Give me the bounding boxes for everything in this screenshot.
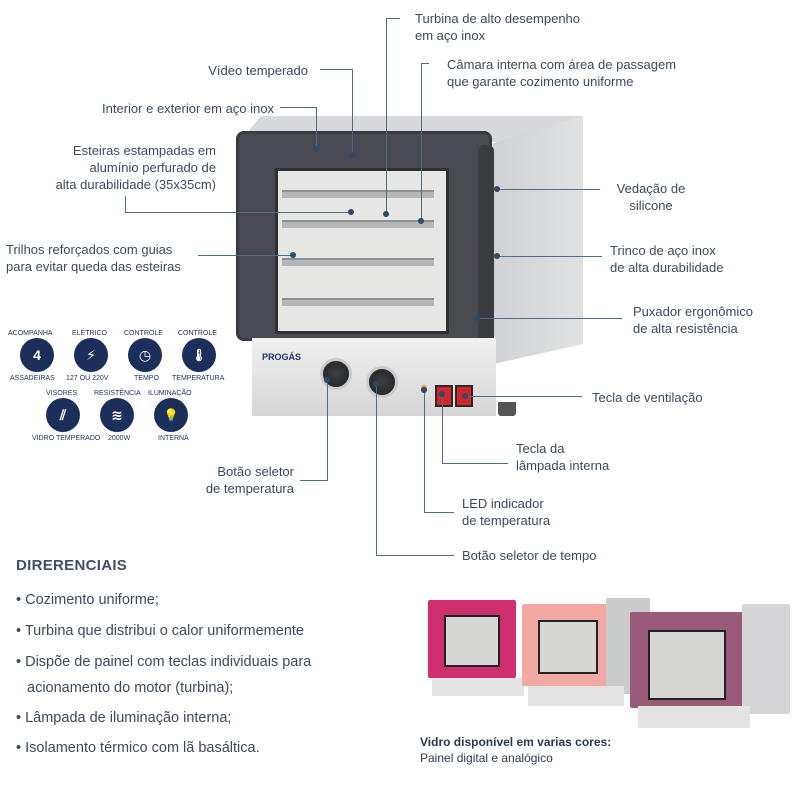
badge-resistencia-icon: ≋ bbox=[100, 398, 134, 432]
callout-botao-tempo: Botão seletor de tempo bbox=[462, 548, 597, 563]
oven-rack bbox=[282, 190, 434, 198]
badge-clock-icon: ◷ bbox=[128, 338, 162, 372]
callout-trilhos: Trilhos reforçados com guias para evitar… bbox=[6, 242, 181, 274]
oven-rack bbox=[282, 258, 434, 266]
badge-thermometer-icon: 🌡 bbox=[182, 338, 216, 372]
time-knob bbox=[366, 366, 398, 398]
list-item: • Lâmpada de iluminação interna; bbox=[16, 710, 232, 726]
list-item: • Isolamento térmico com lã basáltica. bbox=[16, 740, 260, 756]
oven-handle bbox=[478, 145, 494, 370]
callout-vedacao: Vedação de silicone bbox=[616, 181, 686, 213]
variants-caption: Vidro disponível em varias cores: Painel… bbox=[420, 735, 612, 765]
oven-rack bbox=[282, 298, 434, 306]
list-item: • Dispõe de painel com teclas individuai… bbox=[16, 654, 312, 670]
callout-interior: Interior e exterior em aço inox bbox=[102, 101, 274, 116]
callout-puxador: Puxador ergonômico de alta resistência bbox=[633, 304, 753, 336]
callout-lampada: Tecla da lâmpada interna bbox=[516, 441, 610, 473]
list-item: acionamento do motor (turbina); bbox=[27, 680, 234, 696]
badge-vidro-icon: ⫽ bbox=[46, 398, 80, 432]
oven-foot bbox=[498, 402, 516, 416]
oven-rack bbox=[282, 220, 434, 228]
badge-eletrico-icon: ⚡ bbox=[74, 338, 108, 372]
list-item: • Turbina que distribui o calor uniforme… bbox=[16, 623, 304, 639]
badge-assadeiras: 4 bbox=[20, 338, 54, 372]
callout-trinco: Trinco de aço inox de alta durabilidade bbox=[610, 243, 724, 275]
badge-bulb-icon: 💡 bbox=[154, 398, 188, 432]
diferenciais-title: DIRERENCIAIS bbox=[16, 557, 128, 574]
callout-turbina: Turbina de alto desempenho em aço inox bbox=[415, 11, 581, 43]
temperature-knob bbox=[320, 358, 352, 390]
oven-side bbox=[493, 116, 583, 364]
callout-ventilacao: Tecla de ventilação bbox=[592, 390, 703, 405]
callout-esteiras: Esteiras estampadas em alumínio perfurad… bbox=[55, 143, 216, 192]
callout-led: LED indicador de temperatura bbox=[462, 496, 551, 528]
callout-video: Vídeo temperado bbox=[208, 63, 308, 78]
callout-botao-temperatura: Botão seletor de temperatura bbox=[205, 464, 294, 496]
callout-camara: Câmara interna com área de passagem que … bbox=[447, 57, 677, 89]
list-item: • Cozimento uniforme; bbox=[16, 592, 159, 608]
brand-logo: PROGÁS bbox=[262, 352, 302, 362]
